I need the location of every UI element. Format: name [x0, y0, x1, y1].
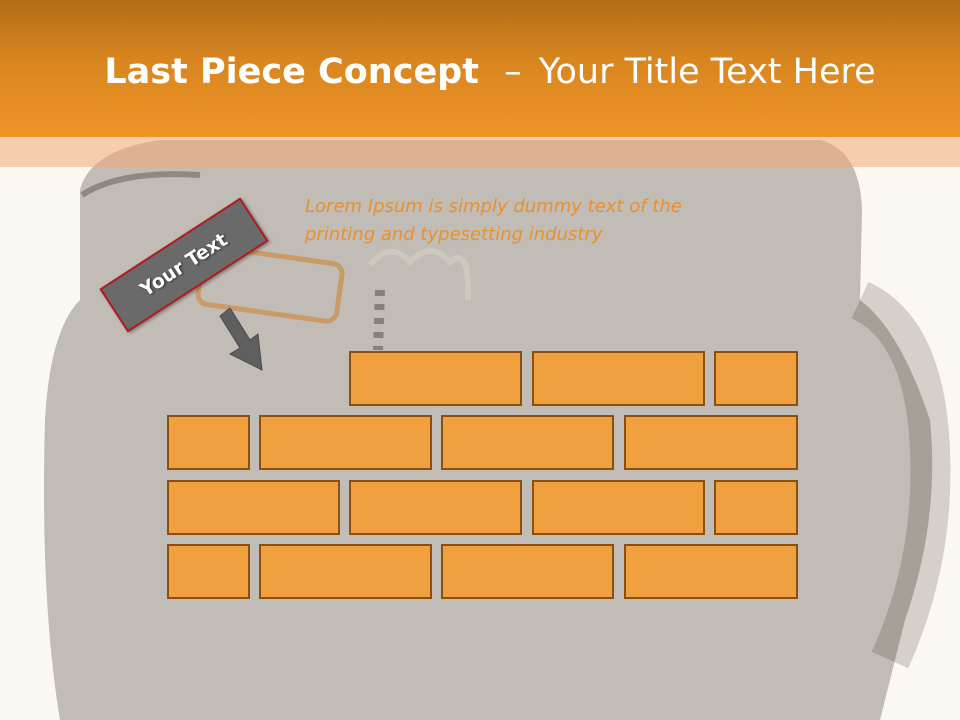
brick: [624, 415, 798, 470]
bag-chain: [367, 248, 472, 301]
brick: [349, 351, 522, 406]
bag-zipper: [80, 171, 201, 198]
brick: [259, 415, 432, 470]
title-bar: [0, 0, 960, 137]
title-rest: Your Title Text Here: [538, 52, 876, 92]
brick: [441, 415, 614, 470]
brick: [714, 480, 798, 535]
slide-title: Last Piece Concept – Your Title Text Her…: [0, 52, 960, 92]
brick: [532, 351, 705, 406]
brick: [167, 415, 250, 470]
body-text: Lorem Ipsum is simply dummy text of the …: [305, 196, 682, 245]
brick: [259, 544, 432, 599]
bag-strap: [850, 281, 951, 669]
brick: [441, 544, 614, 599]
brick: [532, 480, 705, 535]
brick: [714, 351, 798, 406]
title-bold: Last Piece Concept: [104, 52, 479, 92]
accent-strip: [0, 137, 960, 167]
brick: [349, 480, 522, 535]
brick: [167, 544, 250, 599]
brick: [167, 480, 340, 535]
brick: [624, 544, 798, 599]
title-dash: –: [504, 52, 522, 92]
bag-chain-lower: [373, 289, 385, 351]
arrow-down-right-icon: [219, 307, 263, 371]
